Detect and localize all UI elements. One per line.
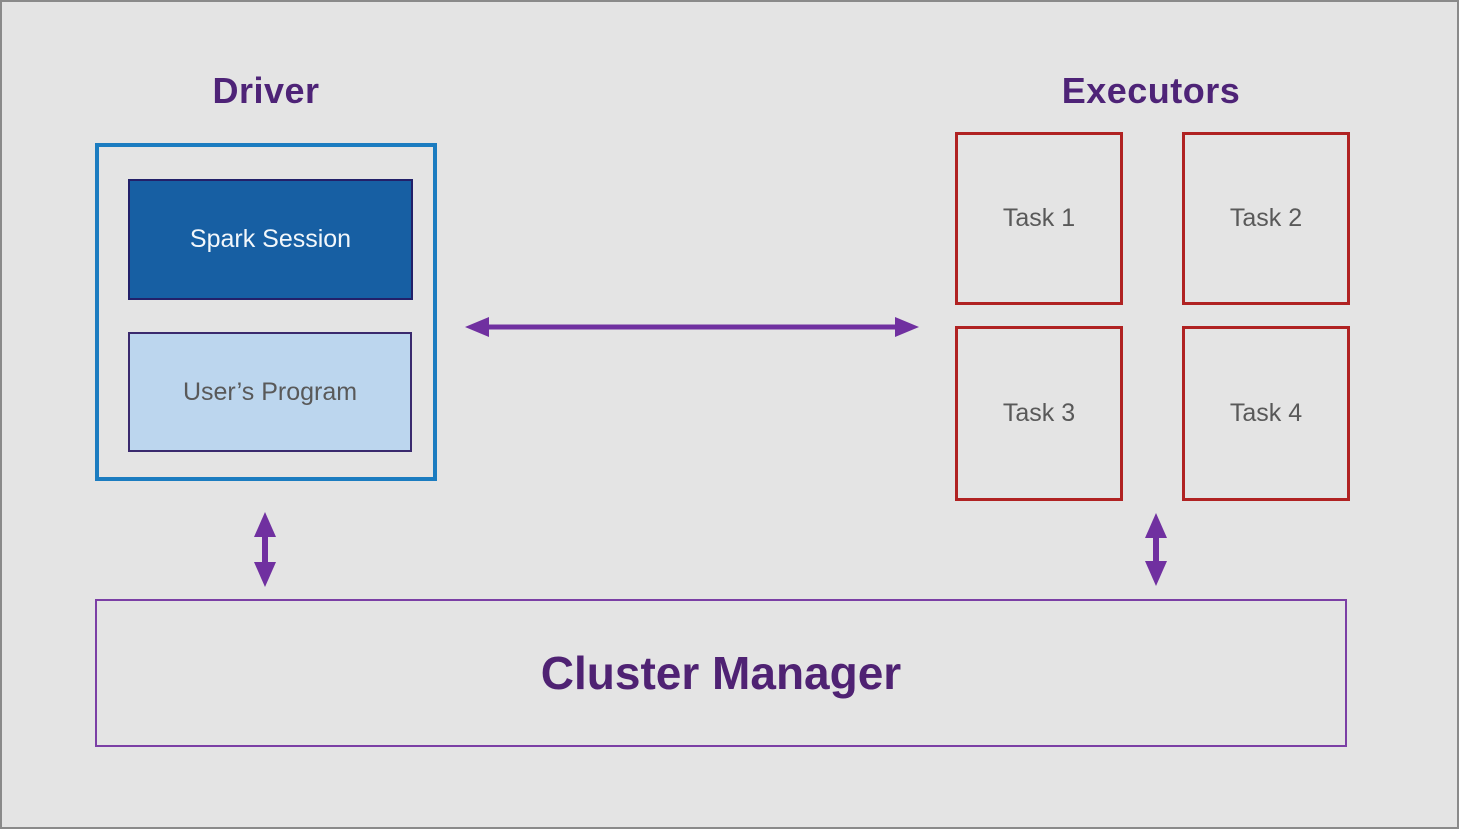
task-1-label: Task 1 bbox=[1002, 204, 1076, 232]
task-4-label: Task 4 bbox=[1229, 399, 1303, 427]
spark-session-box: Spark Session bbox=[128, 179, 413, 300]
arrowhead-up-icon bbox=[254, 512, 276, 537]
arrowhead-up-icon bbox=[1145, 513, 1167, 538]
arrowhead-down-icon bbox=[254, 562, 276, 587]
arrowhead-right-icon bbox=[895, 317, 919, 337]
task-1-box: Task 1 bbox=[955, 132, 1123, 305]
driver-title: Driver bbox=[212, 70, 320, 111]
spark-session-label: Spark Session bbox=[189, 225, 352, 253]
users-program-label: User’s Program bbox=[182, 377, 358, 406]
arrow-shaft bbox=[483, 324, 901, 330]
driver-executors-arrow bbox=[465, 315, 919, 339]
cluster-manager-label: Cluster Manager bbox=[540, 647, 902, 699]
driver-container-box: Spark Session User’s Program bbox=[95, 143, 437, 481]
arrowhead-left-icon bbox=[465, 317, 489, 337]
task-3-label: Task 3 bbox=[1002, 399, 1076, 427]
arrow-shaft bbox=[262, 530, 268, 569]
arrow-shaft bbox=[1153, 531, 1159, 568]
executors-title: Executors bbox=[1061, 70, 1241, 111]
cluster-manager-box: Cluster Manager bbox=[95, 599, 1347, 747]
task-2-box: Task 2 bbox=[1182, 132, 1350, 305]
task-4-box: Task 4 bbox=[1182, 326, 1350, 501]
executors-cluster-arrow bbox=[1143, 513, 1169, 586]
task-2-label: Task 2 bbox=[1229, 204, 1303, 232]
task-3-box: Task 3 bbox=[955, 326, 1123, 501]
arrowhead-down-icon bbox=[1145, 561, 1167, 586]
users-program-box: User’s Program bbox=[128, 332, 412, 452]
driver-cluster-arrow bbox=[252, 512, 278, 587]
